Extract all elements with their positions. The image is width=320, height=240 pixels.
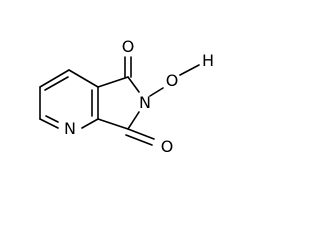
bond-c1-o-bottom-double bbox=[125, 134, 153, 146]
atom-label-o-top: O bbox=[122, 37, 135, 56]
bond-c3-n bbox=[127, 76, 140, 93]
bond-c4-c5 bbox=[39, 69, 70, 88]
atom-label-o-hydroxy: O bbox=[166, 71, 179, 90]
bond-c1-o-bottom bbox=[127, 128, 155, 140]
bond-c6-n-double bbox=[45, 115, 59, 123]
bond-n-o-hydroxy bbox=[149, 87, 164, 97]
carbonyl-bonds bbox=[124, 56, 155, 146]
pyridine-ring bbox=[39, 69, 99, 129]
atom-label-n-imide: N bbox=[139, 93, 151, 112]
molecule-structure: N N O O O H bbox=[39, 37, 214, 156]
imide-ring bbox=[97, 76, 140, 130]
atom-label-h-hydroxy: H bbox=[202, 51, 214, 70]
bond-o-h bbox=[179, 64, 200, 76]
hydroxy-group bbox=[149, 64, 200, 97]
bond-c4-c5-double bbox=[44, 76, 69, 91]
atom-label-o-bottom: O bbox=[161, 137, 174, 156]
bond-c3a-c4 bbox=[68, 69, 99, 88]
atom-label-n-ring: N bbox=[64, 119, 76, 138]
bond-n-c7a bbox=[81, 118, 99, 129]
bond-c6-n bbox=[39, 118, 59, 129]
bond-c1-c7a bbox=[97, 118, 129, 130]
bond-n-c1 bbox=[127, 111, 140, 130]
bond-c3a-c3 bbox=[97, 76, 129, 88]
